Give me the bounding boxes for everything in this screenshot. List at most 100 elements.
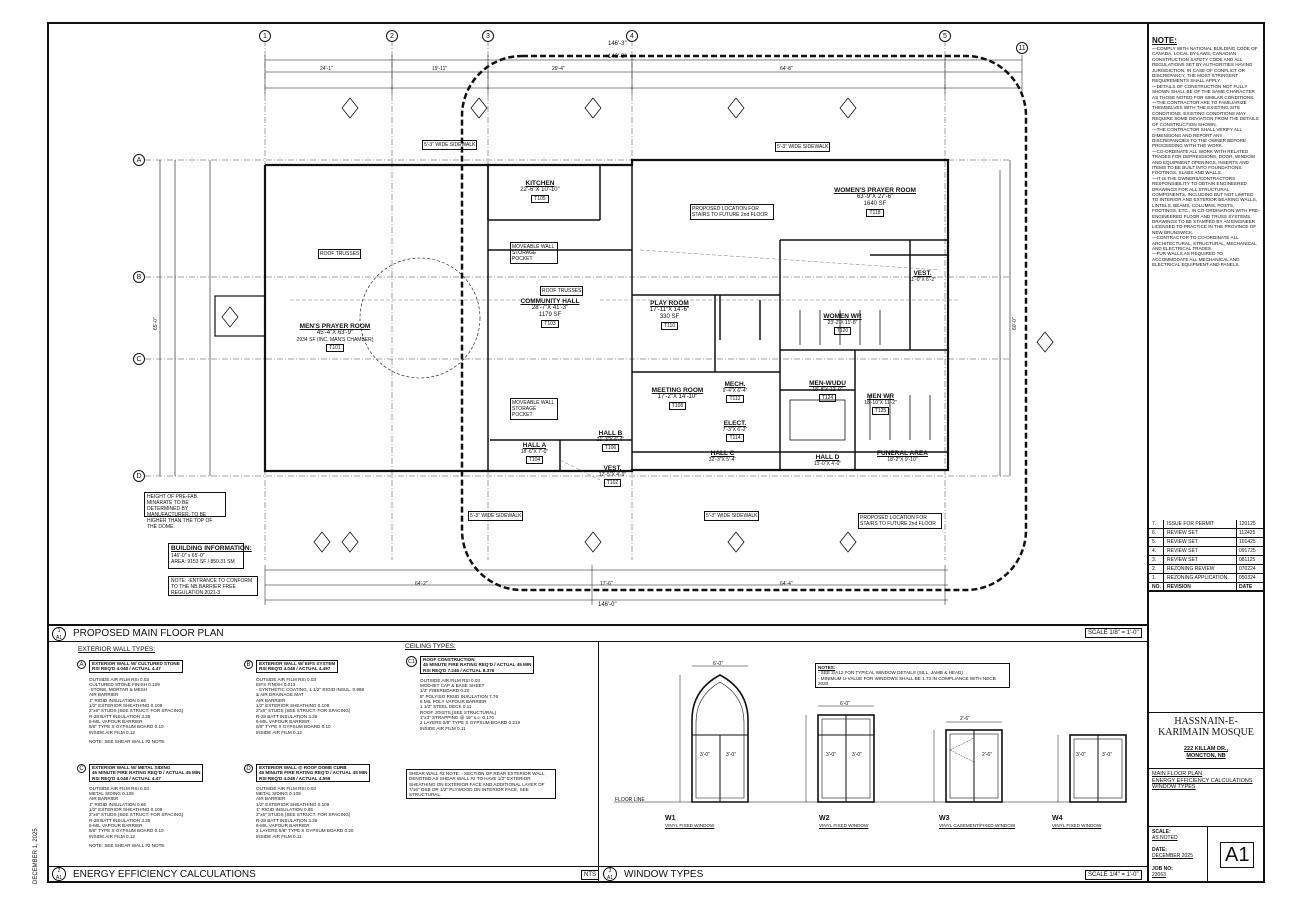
job-field: JOB NO: 23063 (1152, 866, 1173, 878)
scale-field: SCALE: AS NOTED (1152, 829, 1178, 841)
wall-type-d: D EXTERIOR WALL @ ROOF DOME CURB 45 MINU… (244, 764, 379, 839)
room-mens-prayer: MEN'S PRAYER ROOM 45'-4"X 63'-9" 2934 SF… (296, 323, 374, 352)
dim-left-height: 65'-0" (153, 317, 159, 330)
dim-seg-4: 64'-8" (780, 66, 793, 72)
sidewalk-label-3: 5'-3" WIDE SIDEWALK (468, 511, 524, 521)
dim-bottom-1: 64'-2" (415, 581, 428, 587)
grid-bubble-4: 4 (626, 30, 638, 42)
dim-seg-3: 29'-4" (552, 66, 565, 72)
room-meeting: MEETING ROOM 17'-2"X 14'-10" T108 (651, 387, 704, 410)
roof-trusses-label-1: ROOF TRUSSES (318, 249, 362, 259)
energy-title: ENERGY EFFICIENCY CALCULATIONS (73, 869, 256, 880)
sidewalk-label-1: 5'-3" WIDE SIDEWALK (422, 140, 478, 150)
plan-title: PROPOSED MAIN FLOOR PLAN (73, 628, 224, 639)
project-name: HASSNAIN-E- KARIMAIN MOSQUE (1158, 716, 1254, 738)
w1-pane-2: 3'-0" (726, 752, 736, 758)
room-men-wr: MEN WR 18'-10"X 11'-2" T125 (864, 393, 897, 415)
sheet-number: A1 (1220, 842, 1255, 868)
exterior-wall-types-title: EXTERIOR WALL TYPES: (78, 646, 156, 653)
wall-b-bubble: B (244, 660, 253, 669)
w2-pane-1: 3'-0" (826, 752, 836, 758)
grid-bubble-11: 11 (1016, 42, 1028, 54)
wall-type-c: C EXTERIOR WALL W/ METAL SIDING 45 MINUT… (77, 764, 212, 848)
w3-pane: 2'-6" (982, 752, 992, 758)
grid-bubble-5: 5 (939, 30, 951, 42)
window-notes: NOTES: - SEE 2/A12 FOR TYPICAL WINDOW DE… (815, 663, 1010, 689)
stairs-note-bottom: PROPOSED LOCATION FOR STAIRS TO FUTURE 2… (858, 513, 942, 529)
window-w4-label: W4 VINYL FIXED WINDOW (1052, 815, 1102, 828)
wall-type-b: B EXTERIOR WALL W/ EIFS SYSTEM RSI REQ'D… (244, 660, 379, 735)
room-vest-south: VEST. 12'-5"X 4'-9" T102 (598, 465, 627, 487)
stairs-note-top: PROPOSED LOCATION FOR STAIRS TO FUTURE 2… (690, 204, 774, 220)
grid-bubble-d: D (133, 470, 145, 482)
room-hall-c: HALL C 32'-3"X 5'-4" (708, 450, 737, 463)
sidewalk-label-2: 5'-3" WIDE SIDEWALK (775, 142, 831, 152)
date-field: DATE: DECEMBER 2025 (1152, 847, 1193, 859)
wall-c-bubble: C (77, 764, 86, 773)
room-elect: ELECT. 7'-3"X 6'-2" T114 (722, 420, 748, 442)
window-w3-label: W3 VINYL CASEMENT/FIXED WINDOW (939, 815, 1016, 828)
ceiling-types-title: CEILING TYPES: (405, 643, 456, 650)
dim-seg-1: 24'-1" (320, 66, 333, 72)
dim-overall-bottom: 146'-0" (598, 602, 617, 608)
grid-bubble-3: 3 (482, 30, 494, 42)
window-w1-label: W1 VINYL FIXED WINDOW (665, 815, 715, 828)
wall-d-bubble: D (244, 764, 253, 773)
sheet-border (47, 22, 1265, 883)
room-hall-a: HALL A 18'-6"X 7'-0" T104 (520, 442, 549, 464)
grid-bubble-1: 1 (259, 30, 271, 42)
window-w2-label: W2 VINYL FIXED WINDOW (819, 815, 869, 828)
room-womens-prayer: WOMEN'S PRAYER ROOM 63'-9"X 27'-6" 1640 … (834, 187, 916, 217)
window-title-rule (598, 866, 1147, 867)
grid-bubble-2: 2 (386, 30, 398, 42)
ceiling-type-c1: C1 ROOF CONSTRUCTION 45 MINUTE FIRE RATI… (406, 656, 546, 731)
w3-width: 2'-6" (960, 716, 970, 722)
w2-width: 6'-0" (840, 701, 850, 707)
room-mech: MECH. 9'-4"X 6'-4" T112 (722, 381, 748, 403)
plan-scale: SCALE 1/8" = 1'-0" (1085, 628, 1142, 638)
window-title: WINDOW TYPES (624, 869, 704, 880)
dim-right-height: 60'-0" (1012, 317, 1018, 330)
energy-window-divider (598, 642, 599, 883)
plan-title-rule (47, 624, 1147, 626)
w2-pane-2: 3'-0" (852, 752, 862, 758)
w1-pane-1: 3'-0" (700, 752, 710, 758)
room-women-wr: WOMEN WR 23'-2"X 11'-8" T120 (823, 313, 862, 335)
wall-type-a: A EXTERIOR WALL W/ CULTURED STONE RSI RE… (77, 660, 212, 744)
w4-pane-2: 3'-0" (1102, 752, 1112, 758)
general-notes: NOTE: —COMPLY WITH NATIONAL BUILDING COD… (1152, 36, 1260, 268)
w1-width: 6'-0" (713, 661, 723, 667)
movable-wall-label-1: MOVEABLE WALL STORAGE POCKET (510, 242, 558, 264)
roof-trusses-label-2: ROOF TRUSSES (540, 286, 584, 296)
room-kitchen: KITCHEN 22'-6"X 10'-10" T105 (520, 180, 560, 203)
room-community-hall: COMMUNITY HALL 28'-7"X 41'-3" 1179 SF T1… (520, 298, 580, 328)
room-play-room: PLAY ROOM 17'-11"X 14'-6" 330 SF T110 (649, 300, 690, 330)
room-vest-east: VEST. 11'-0"X 6'-2" (908, 270, 937, 283)
sheet-contents: MAIN FLOOR PLAN ENERGY EFFICIENCY CALCUL… (1152, 771, 1253, 790)
energy-title-rule (47, 866, 598, 867)
title-block-rule-1 (1149, 712, 1265, 713)
room-men-wudu: MEN-WUDU 18'-8"X 12'-0" T124 (809, 380, 846, 402)
window-elevations (614, 665, 1127, 803)
title-block-vertical (1207, 826, 1208, 883)
floor-line-label: FLOOR LINE (615, 797, 645, 803)
dim-bottom-2: 17'-6" (600, 581, 613, 587)
title-block-rule-2 (1149, 768, 1265, 769)
grid-bubble-b: B (133, 271, 145, 283)
building-info-box: BUILDING INFORMATION: 146'-0" x 65'-0" A… (168, 543, 252, 569)
movable-wall-label-2: MOVEABLE WALL STORAGE POCKET (510, 398, 558, 420)
grid-bubble-c: C (133, 353, 145, 365)
wall-a-bubble: A (77, 660, 86, 669)
shear-wall-note: SHEAR WALL #2 NOTE: - SECTION OF REAR EX… (406, 769, 556, 800)
